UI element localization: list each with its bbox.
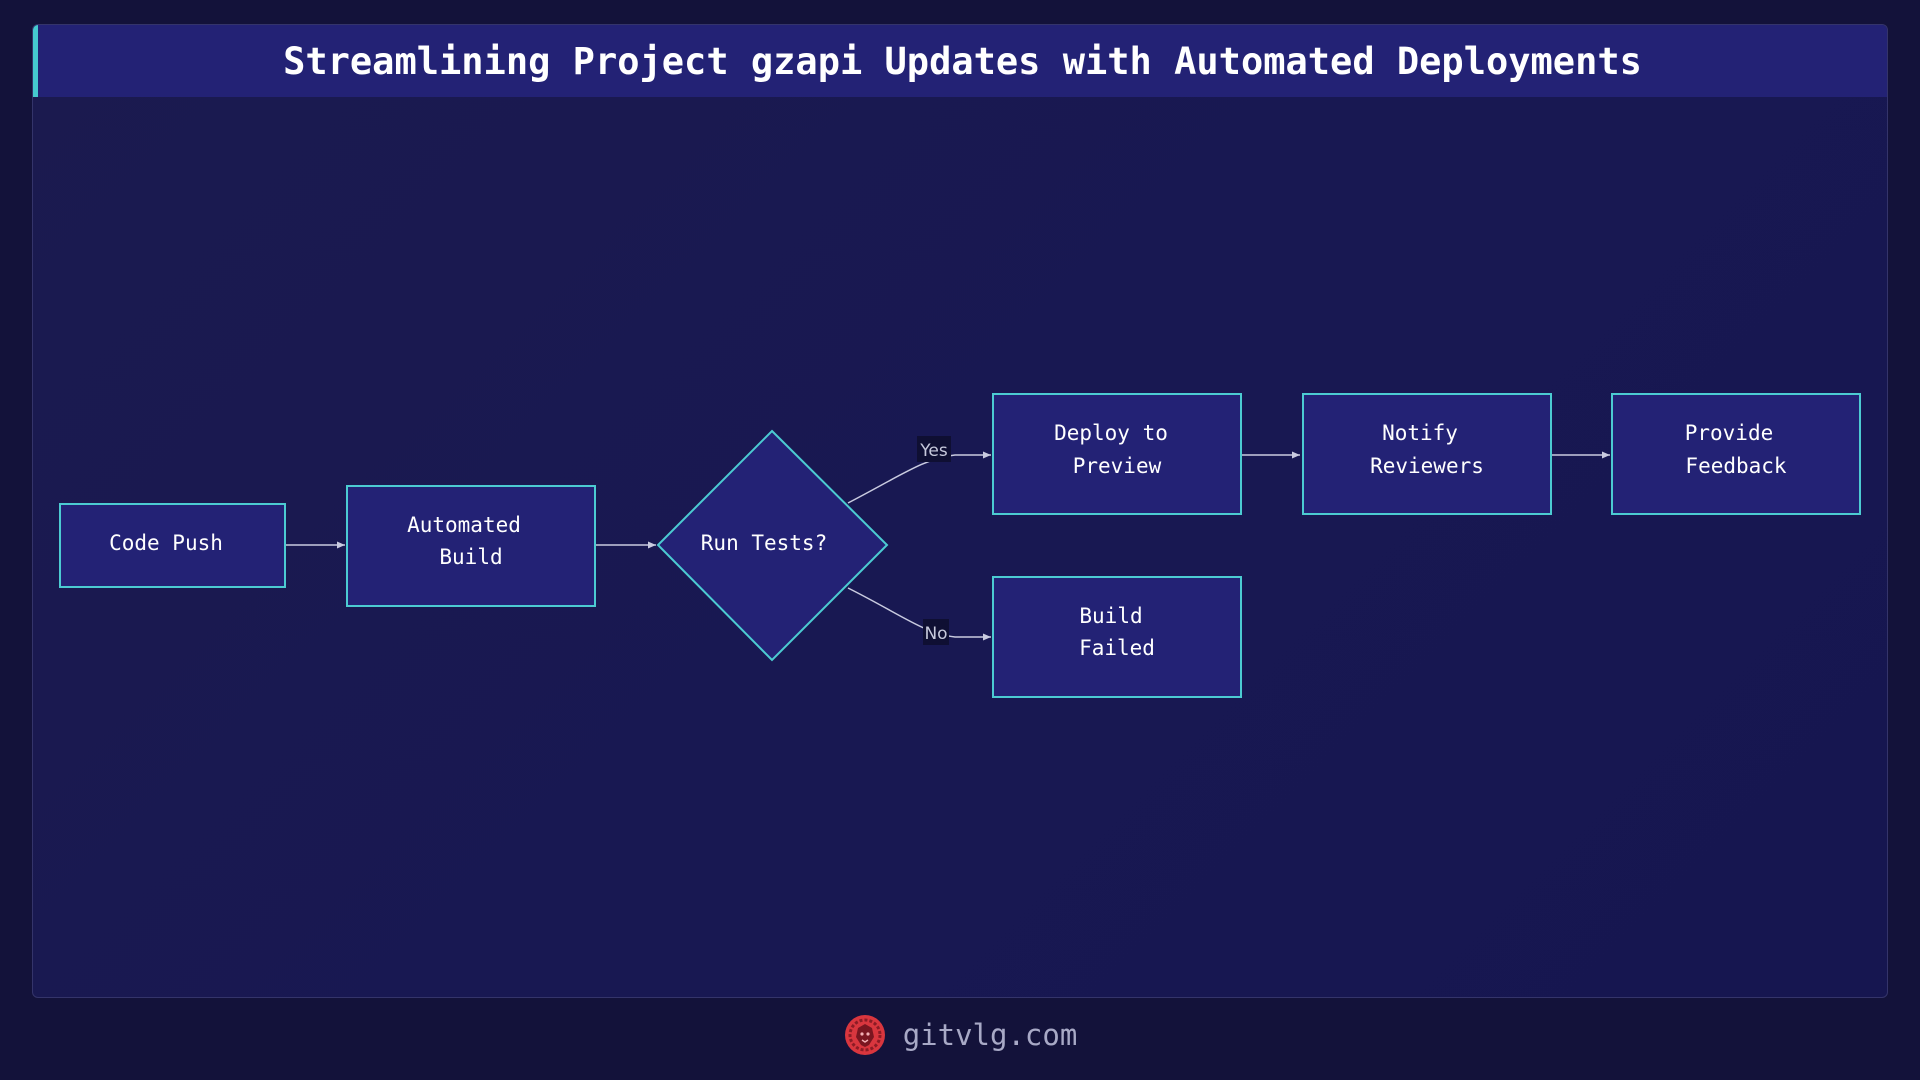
- node-provide-feedback-line-2: Feedback: [1685, 454, 1787, 478]
- node-notify-reviewers-line-1: Notify: [1382, 421, 1458, 445]
- node-build-failed: Build Failed: [992, 576, 1242, 698]
- edge-label-yes-text: Yes: [919, 441, 948, 461]
- svg-text:Deploy to: Deploy to: [1054, 421, 1168, 445]
- diagram-title: Streamlining Project gzapi Updates with …: [283, 39, 1642, 83]
- svg-text:Notify: Notify: [1382, 421, 1458, 445]
- node-deploy-preview-line-2: Preview: [1073, 454, 1162, 478]
- svg-text:Provide: Provide: [1685, 421, 1774, 445]
- title-bar: Streamlining Project gzapi Updates with …: [33, 25, 1887, 97]
- footer-site-link[interactable]: gitvlg.com: [902, 1018, 1078, 1052]
- edge-tests-yes: [847, 451, 991, 504]
- node-build-failed-line-1: Build: [1079, 604, 1142, 628]
- edge-label-no-text: No: [924, 624, 947, 644]
- node-run-tests-line-1: Run Tests?: [701, 531, 827, 555]
- node-code-push: Code Push: [59, 503, 286, 588]
- svg-text:Automated: Automated: [407, 513, 521, 537]
- node-automated-build-line-2: Build: [439, 545, 502, 569]
- node-notify-reviewers: Notify Reviewers: [1302, 393, 1552, 515]
- svg-text:Feedback: Feedback: [1685, 454, 1787, 478]
- lion-icon: [844, 1015, 885, 1055]
- node-run-tests: Run Tests?: [656, 429, 889, 662]
- edge-label-no: No: [923, 619, 949, 645]
- svg-text:Build: Build: [1079, 604, 1142, 628]
- node-provide-feedback: Provide Feedback: [1611, 393, 1861, 515]
- node-code-push-line-1: Code Push: [109, 531, 223, 555]
- node-notify-reviewers-line-2: Reviewers: [1370, 454, 1484, 478]
- svg-text:Build: Build: [439, 545, 502, 569]
- diagram-panel: Streamlining Project gzapi Updates with …: [32, 24, 1888, 998]
- svg-text:Reviewers: Reviewers: [1370, 454, 1484, 478]
- edge-tests-no: [847, 587, 991, 641]
- svg-text:Code Push: Code Push: [109, 531, 223, 555]
- edge-label-yes: Yes: [917, 436, 951, 462]
- svg-text:Run Tests?: Run Tests?: [701, 531, 827, 555]
- node-automated-build-line-1: Automated: [407, 513, 521, 537]
- footer: gitvlg.com: [0, 1010, 1920, 1060]
- node-deploy-preview-line-1: Deploy to: [1054, 421, 1168, 445]
- node-provide-feedback-line-1: Provide: [1685, 421, 1774, 445]
- node-automated-build: Automated Build: [346, 485, 596, 607]
- svg-text:Preview: Preview: [1073, 454, 1162, 478]
- node-build-failed-line-2: Failed: [1079, 636, 1155, 660]
- svg-text:Failed: Failed: [1079, 636, 1155, 660]
- node-deploy-preview: Deploy to Preview: [992, 393, 1242, 515]
